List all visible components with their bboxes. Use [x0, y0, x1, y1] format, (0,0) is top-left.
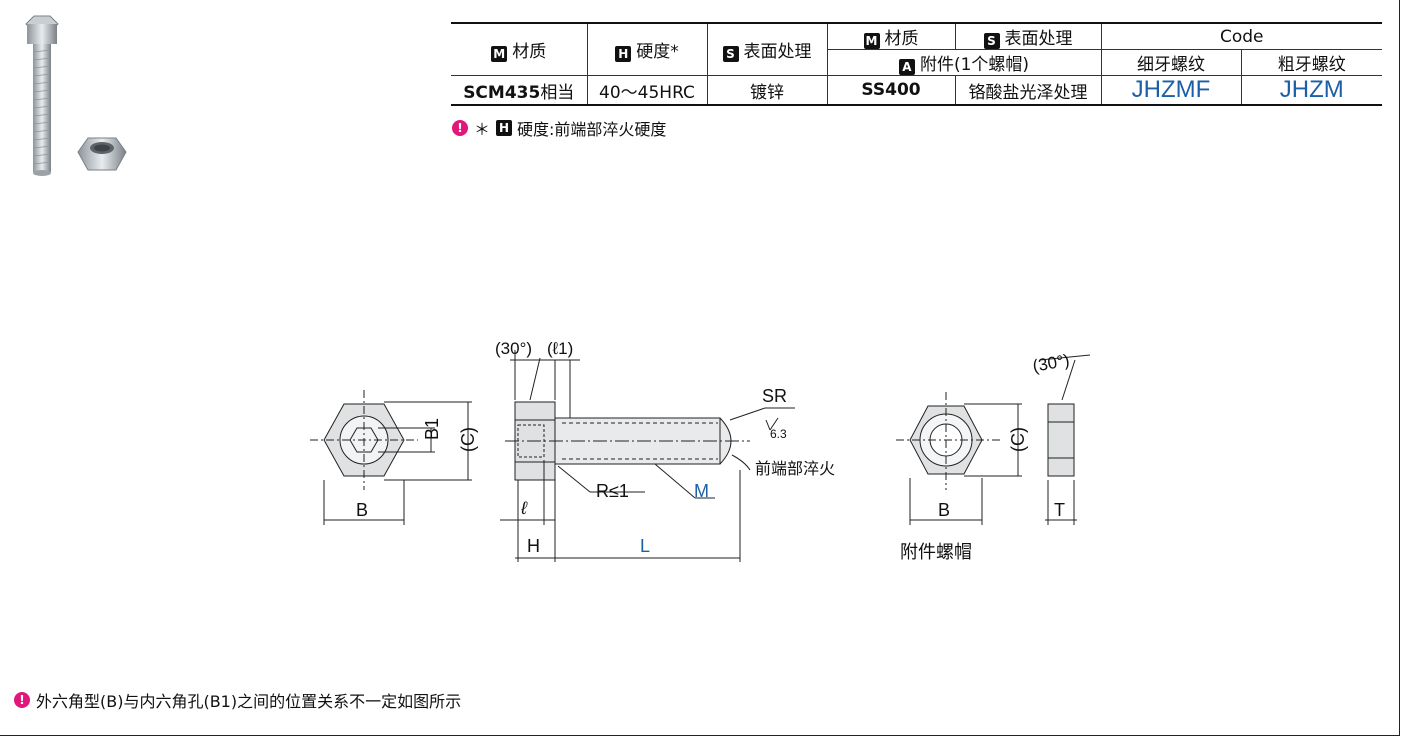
- label-tip-quench: 前端部淬火: [755, 460, 835, 478]
- label-l: L: [640, 536, 650, 556]
- cell-material: SCM435相当: [451, 75, 588, 106]
- label-t: T: [1054, 500, 1065, 520]
- material-badge-icon: M: [491, 46, 508, 62]
- nut-material-badge-icon: M: [863, 33, 880, 49]
- hardness-note-badge-icon: H: [496, 120, 513, 136]
- cell-code-fine[interactable]: JHZMF: [1100, 75, 1242, 106]
- label-nut-b: B: [938, 500, 950, 520]
- label-angle30-left: (30°): [495, 339, 532, 358]
- warning-icon: !: [452, 120, 468, 136]
- cell-nut-material: SS400: [826, 75, 956, 106]
- surface-badge-icon: S: [722, 46, 739, 62]
- label-nut-caption: 附件螺帽: [900, 542, 972, 562]
- cell-code-coarse[interactable]: JHZM: [1240, 75, 1382, 106]
- cell-hardness: 40～45HRC: [586, 75, 708, 106]
- hardness-badge-icon: H: [615, 46, 632, 62]
- hardness-note: ! ＊ H 硬度:前端部淬火硬度: [452, 116, 666, 140]
- label-b1: B1: [422, 418, 442, 440]
- warning-icon: !: [14, 692, 30, 708]
- accessory-badge-icon: A: [898, 59, 915, 75]
- label-c: (C): [458, 427, 478, 452]
- label-r: R≤1: [596, 481, 629, 501]
- label-l1: (ℓ1): [547, 339, 573, 358]
- label-b: B: [356, 500, 368, 520]
- header-coarse-thread: 粗牙螺纹: [1240, 49, 1382, 76]
- label-m: M: [694, 481, 709, 501]
- label-angle30-right: (30°): [1031, 351, 1071, 376]
- cell-surface: 镀锌: [706, 75, 828, 106]
- label-l-small: ℓ: [520, 498, 528, 518]
- cell-nut-surface: 铬酸盐光泽处理: [954, 75, 1102, 106]
- technical-drawing: (30°) (ℓ1) SR 6.3 前端部淬火 R≤1 M ℓ H L B B1…: [310, 339, 1091, 562]
- label-sr: SR: [762, 386, 787, 406]
- label-h: H: [527, 536, 540, 556]
- nut-surface-badge-icon: S: [983, 33, 1000, 49]
- nut-side-view: [1047, 403, 1075, 477]
- product-photo: [25, 15, 127, 176]
- label-roughness: 6.3: [770, 427, 787, 441]
- header-fine-thread: 细牙螺纹: [1100, 49, 1242, 76]
- bottom-note: ! 外六角型(B)与内六角孔(B1)之间的位置关系不一定如图所示: [14, 688, 461, 712]
- header-code: Code: [1100, 22, 1382, 50]
- label-nut-c: (C): [1008, 427, 1028, 452]
